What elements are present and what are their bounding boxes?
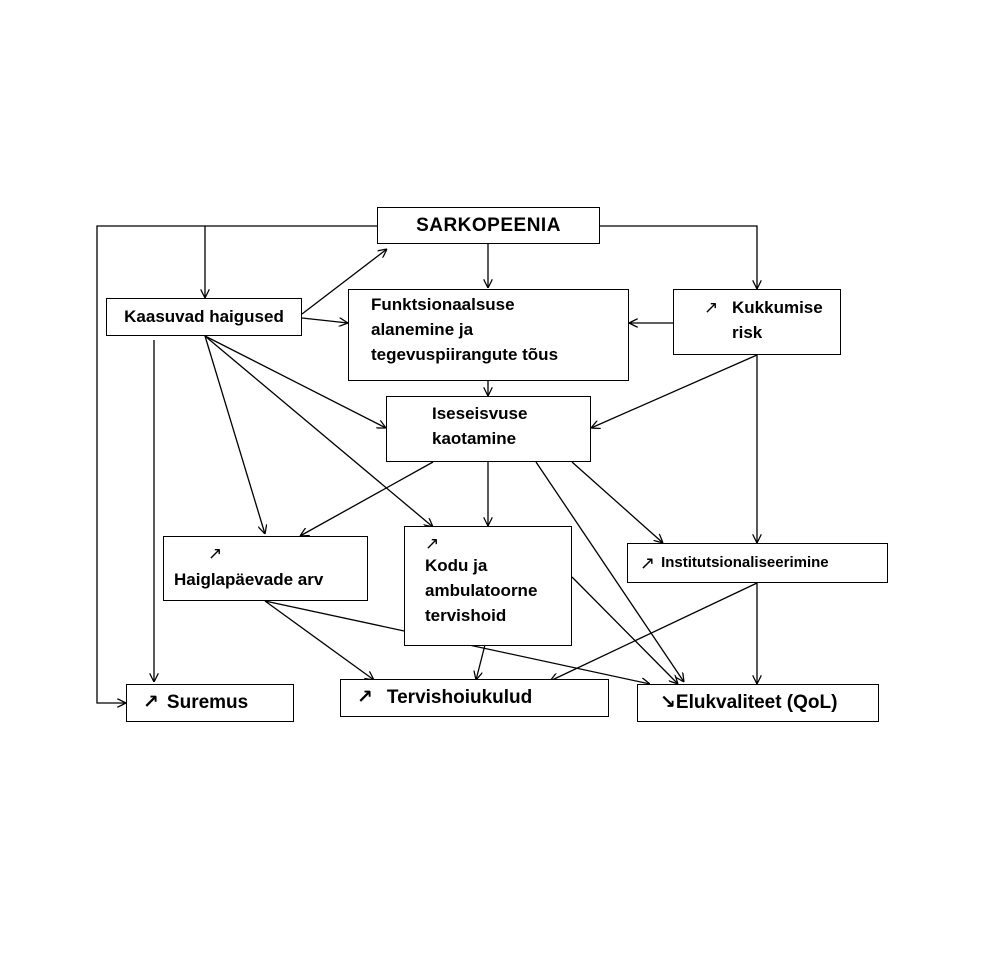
- edge-kaasuvad-iseseisvus: [204, 335, 386, 428]
- edge-iseseisvus-elukvaliteet: [535, 461, 684, 682]
- edge-sarkopeenia-kukkumine: [600, 225, 757, 289]
- node-funktsionaalsus-line-1: Funktsionaalsuse: [371, 295, 515, 314]
- edge-kaasuvad-funktsionaalsus: [301, 317, 348, 323]
- node-haiglapaevad-label: Haiglapäevade arv: [174, 570, 324, 589]
- node-kaasuvad-haigused: Kaasuvad haigused: [106, 298, 302, 336]
- edge-kodu-elukvaliteet: [571, 576, 678, 684]
- node-sarkopeenia-label: SARKOPEENIA: [416, 214, 561, 236]
- node-kukkumise-risk-line-2: risk: [732, 323, 763, 342]
- node-institutsion-arrow-icon: ↗: [640, 553, 656, 573]
- node-suremus: ↗ Suremus: [126, 684, 294, 722]
- node-funktsionaalsus-line-3: tegevuspiirangute tõus: [371, 345, 559, 364]
- node-iseseisvus-line-2: kaotamine: [432, 429, 517, 448]
- edge-iseseisvus-institutsion: [571, 461, 663, 543]
- node-institutsionaliseerimine: ↗ Institutsionaliseerimine: [627, 543, 888, 583]
- node-funktsionaalsus: Funktsionaalsuse alanemine ja tegevuspii…: [348, 289, 629, 381]
- node-elukvaliteet: ↘ Elukvaliteet (QoL): [637, 684, 879, 722]
- edge-kaasuvad-sarkopeenia: [301, 249, 387, 315]
- node-kodu-hoid-arrow-icon: ↗: [425, 534, 440, 553]
- node-tervishoiukulud-label: Tervishoiukulud: [386, 687, 533, 708]
- node-kodu-ja-ambulatoorne-tervishoid: ↗ Kodu ja ambulatoorne tervishoid: [404, 526, 572, 646]
- node-iseseisvus-line-1: Iseseisvuse: [432, 404, 528, 423]
- node-kukkumise-risk-arrow-icon: ↗: [704, 298, 719, 317]
- node-kukkumise-risk-line-1: Kukkumise: [732, 298, 823, 317]
- node-kukkumise-risk: ↗ Kukkumise risk: [673, 289, 841, 355]
- node-kodu-hoid-line-3: tervishoid: [425, 606, 507, 625]
- node-institutsion-label: Institutsionaliseerimine: [661, 554, 829, 571]
- edge-kukkumine-iseseisvus: [591, 354, 758, 428]
- node-elukvaliteet-label: Elukvaliteet (QoL): [675, 692, 838, 713]
- node-iseseisvus: Iseseisvuse kaotamine: [386, 396, 591, 462]
- node-tervishoiukulud: ↗ Tervishoiukulud: [340, 679, 609, 717]
- node-haiglapaevad-arrow-icon: ↗: [208, 544, 223, 563]
- node-elukvaliteet-arrow-icon: ↘: [660, 692, 676, 713]
- node-kodu-hoid-line-2: ambulatoorne: [425, 581, 538, 600]
- node-sarkopeenia: SARKOPEENIA: [377, 207, 600, 244]
- edge-kaasuvad-haiglapaevad: [204, 335, 265, 534]
- node-kodu-hoid-line-1: Kodu ja: [425, 556, 488, 575]
- node-suremus-label: Suremus: [166, 692, 249, 713]
- node-funktsionaalsus-line-2: alanemine ja: [371, 320, 474, 339]
- node-kaasuvad-haigused-label: Kaasuvad haigused: [124, 307, 284, 326]
- node-tervishoiukulud-arrow-icon: ↗: [357, 687, 373, 708]
- edge-sarkopeenia-suremus: [96, 225, 205, 703]
- edge-kaasuvad-kodu: [204, 335, 433, 527]
- edge-iseseisvus-haiglapaevad: [300, 461, 434, 536]
- edge-sarkopeenia-kaasuvad: [205, 225, 377, 298]
- edge-institutsion-kulud: [550, 582, 758, 681]
- node-haiglapaevad: ↗ Haiglapäevade arv: [163, 536, 368, 601]
- node-suremus-arrow-icon: ↗: [143, 692, 159, 713]
- edge-haiglapaevad-kulud: [264, 600, 374, 680]
